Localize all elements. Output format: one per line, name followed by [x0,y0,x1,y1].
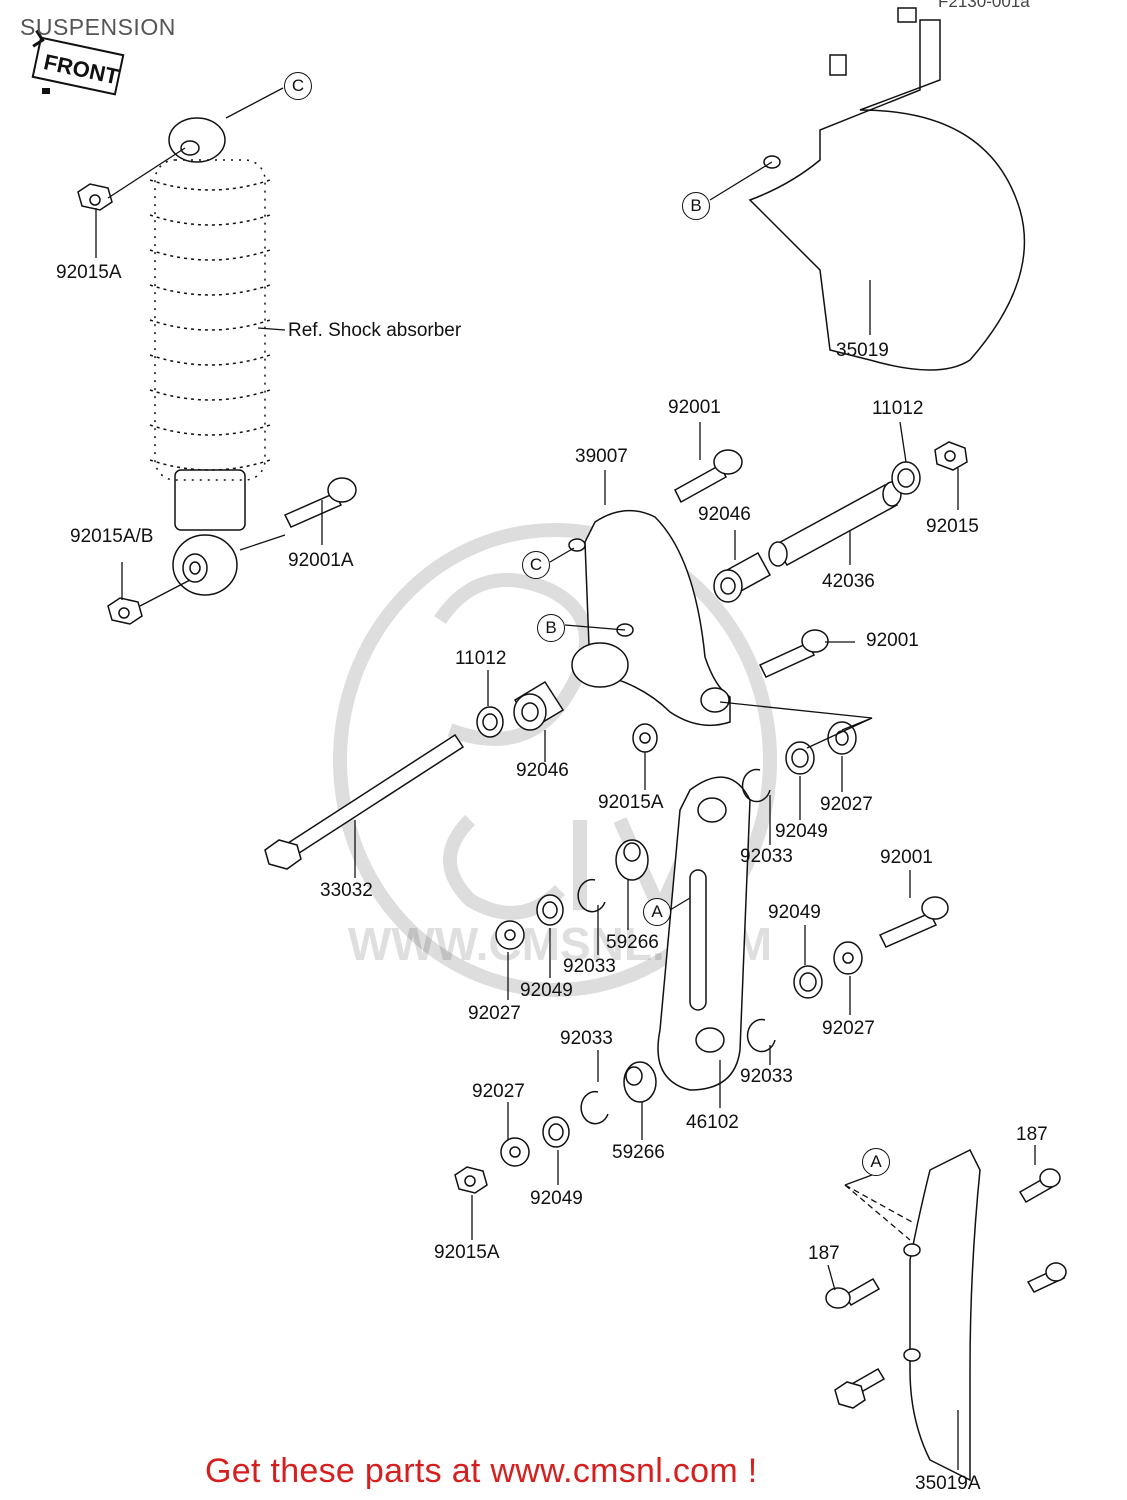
front-marker-text: FRONT [42,49,122,89]
part-label: 92046 [516,760,569,781]
bushing-92046-upper [713,551,772,603]
part-label: 92046 [698,504,751,525]
guard-35019 [748,7,1026,371]
part-label: 59266 [612,1142,665,1163]
part-label: 92027 [468,1003,521,1024]
part-label: 92027 [822,1018,875,1039]
bolt-33032 [264,733,465,870]
part-label: 92001 [668,397,721,418]
part-label: 59266 [606,932,659,953]
collar-42036 [768,481,902,567]
part-label: 46102 [686,1112,739,1133]
part-label: 39007 [575,446,628,467]
part-label: 42036 [822,571,875,592]
part-label: 92049 [520,980,573,1001]
page-title: SUSPENSION [20,14,176,40]
part-label: 187 [808,1243,840,1264]
tie-rod-46102 [657,776,751,1091]
seal-11012-lower [476,706,504,738]
part-label: 92033 [740,846,793,867]
callout-letter-c-top: C [284,72,312,100]
part-label: 92027 [472,1081,525,1102]
part-label: 92049 [768,902,821,923]
seal-11012-upper [891,461,921,495]
callout-letter-a-mid: A [643,898,671,926]
part-label: 92049 [775,821,828,842]
part-label: 92015 [926,516,979,537]
part-label: 92001A [288,550,354,571]
part-label: 35019A [915,1473,981,1494]
bolt-92001a [283,477,357,528]
nut-92015ab-lower [107,597,143,625]
part-label: 11012 [872,398,924,419]
part-label: 92033 [563,956,616,977]
part-label: 92033 [560,1028,613,1049]
part-label: 92015A/B [70,526,154,547]
part-label: 92015A [598,792,664,813]
callout-letter-a-low: A [862,1148,890,1176]
part-label: 35019 [836,340,889,361]
small-hardware [454,721,863,1194]
bolt-92001-right [878,896,949,948]
bolt-92001-top [674,449,743,504]
footer-promo-text: Get these parts at www.cmsnl.com ! [205,1452,758,1490]
part-label: 92001 [866,630,919,651]
shock-absorber [149,117,271,596]
part-label: 92015A [56,262,122,283]
nut-92015 [934,441,968,471]
bushing-92046-lower [513,680,565,731]
leader-lines [95,87,1036,1470]
part-label: Ref. Shock absorber [288,320,462,341]
part-label: 187 [1016,1124,1048,1145]
part-label: 92033 [740,1066,793,1087]
bolt-187-group [825,1168,1067,1409]
part-label: 92027 [820,794,873,815]
callout-letter-c-mid: C [522,551,550,579]
bolt-92001-mid [758,629,829,678]
reference-code: F2130-001a [938,0,1030,11]
nut-92015a-top [77,183,113,211]
part-label: 92001 [880,847,933,868]
guard-35019a [903,1148,981,1482]
callout-letter-b-top: B [682,192,710,220]
callout-letter-b-mid: B [537,614,565,642]
part-label: 92015A [434,1242,500,1263]
part-label: 11012 [455,648,507,669]
rocker-arm-39007 [568,509,731,727]
part-label: 33032 [320,880,373,901]
part-label: 92049 [530,1188,583,1209]
